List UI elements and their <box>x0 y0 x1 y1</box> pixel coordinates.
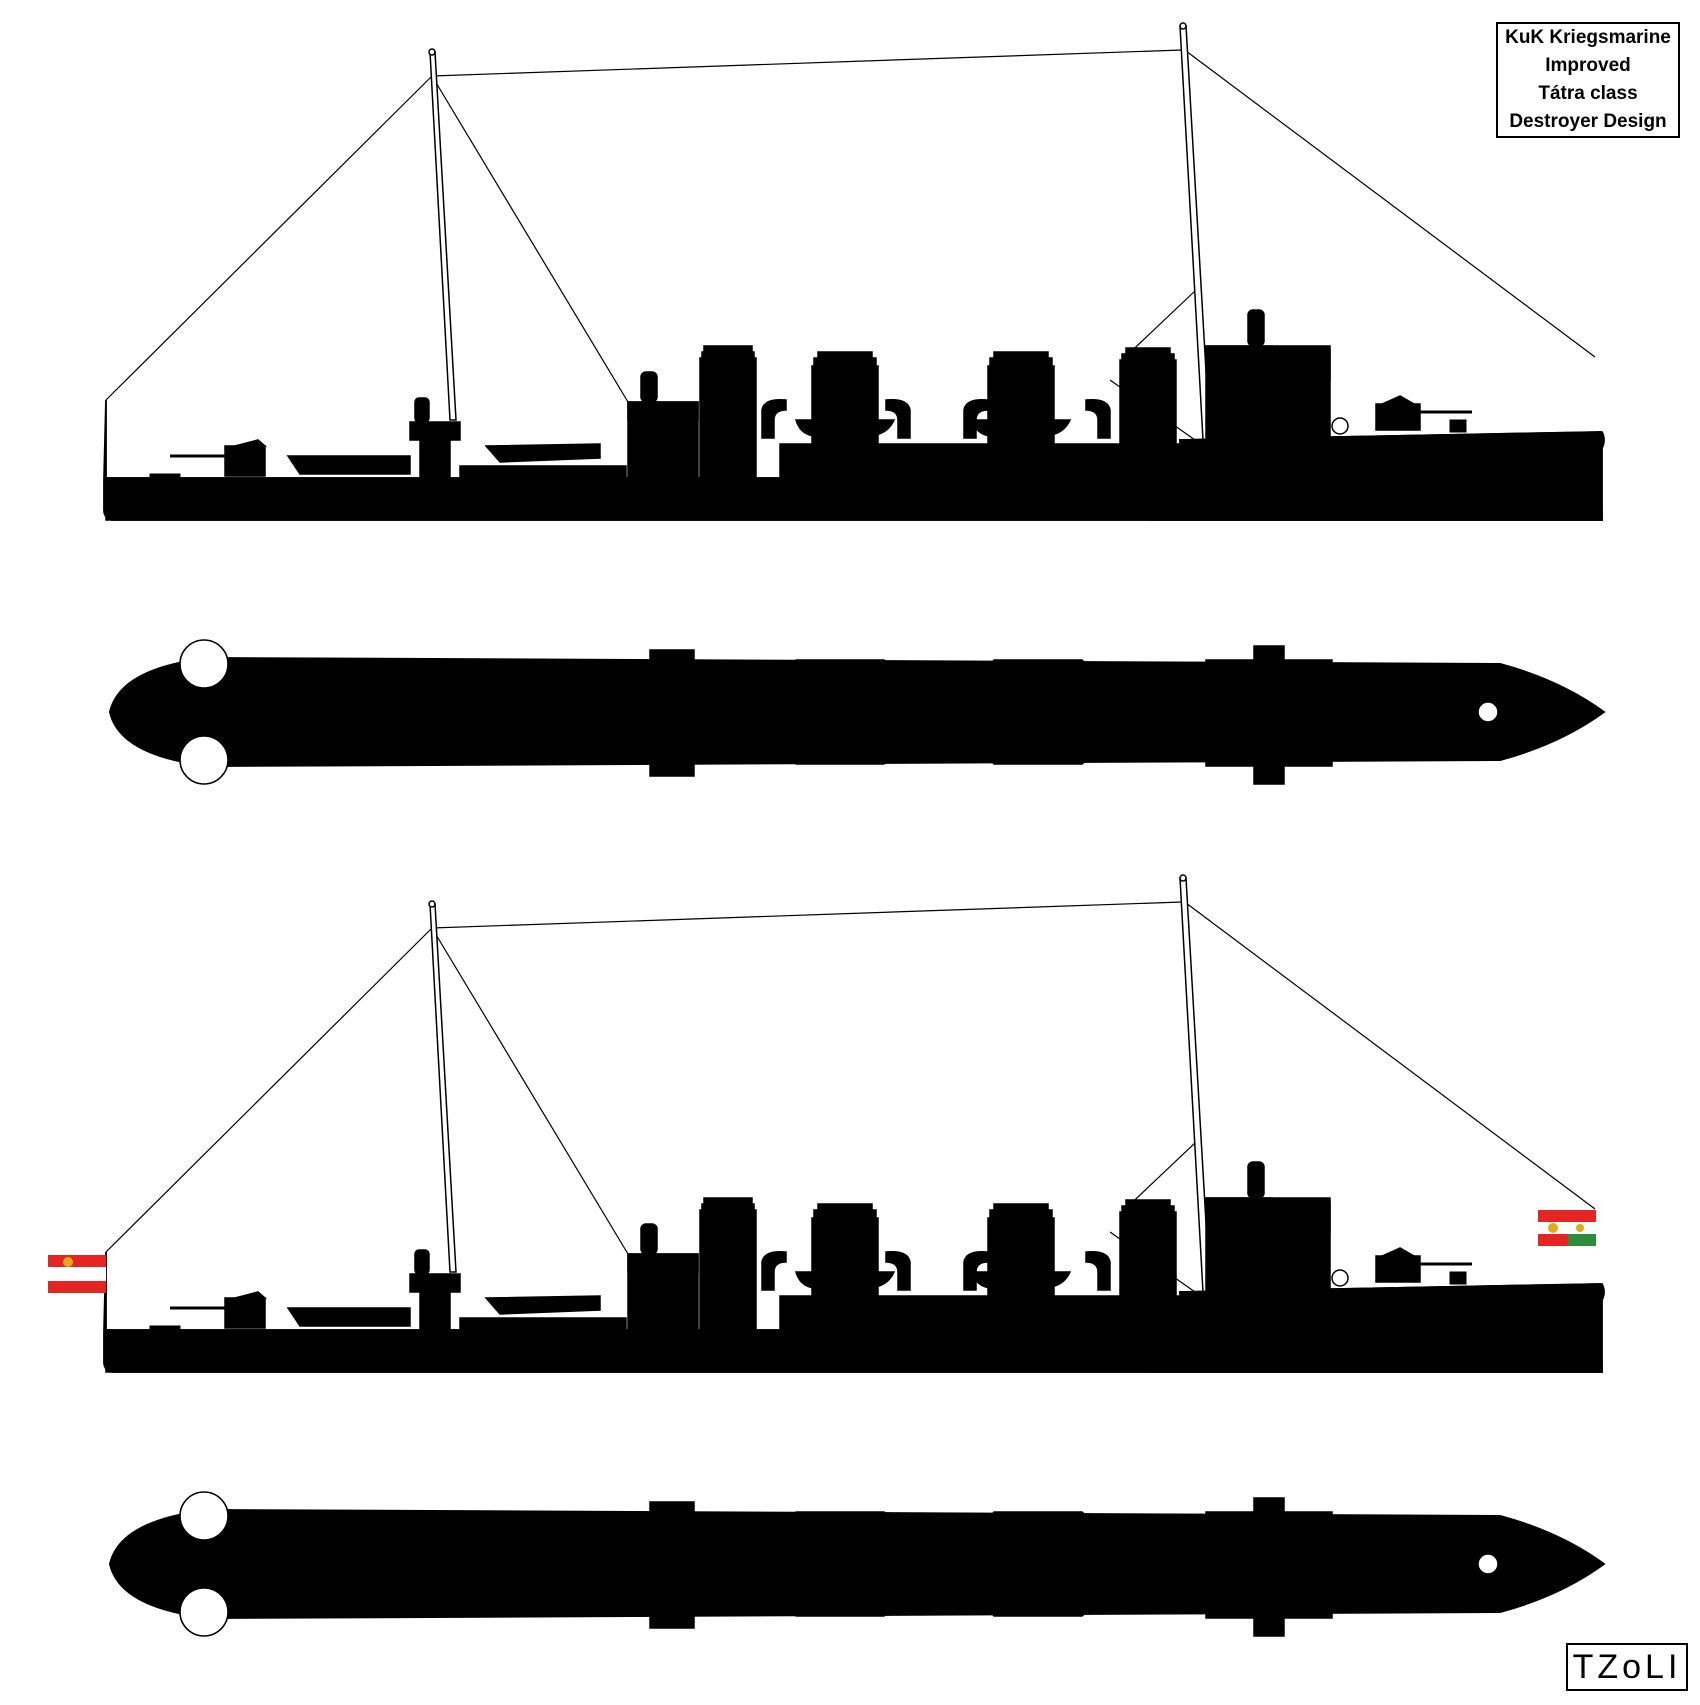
title-line-2: Improved <box>1545 55 1631 76</box>
plan-outline-view <box>108 638 1606 786</box>
bow-jack-flag <box>1538 1210 1596 1246</box>
title-line-1: KuK Kriegsmarine <box>1505 27 1671 48</box>
artist-signature: TZoLI <box>1566 1643 1688 1691</box>
profile-colored-view <box>48 873 1606 1374</box>
title-line-4: Destroyer Design <box>1509 111 1667 132</box>
title-box: KuK Kriegsmarine Improved Tátra class De… <box>1496 22 1680 138</box>
signature-text: TZoLI <box>1572 1647 1682 1686</box>
profile-outline-view <box>102 21 1606 522</box>
plan-colored-view <box>108 1490 1606 1638</box>
stern-ensign-flag <box>48 1255 106 1293</box>
title-line-3: Tátra class <box>1538 83 1638 104</box>
